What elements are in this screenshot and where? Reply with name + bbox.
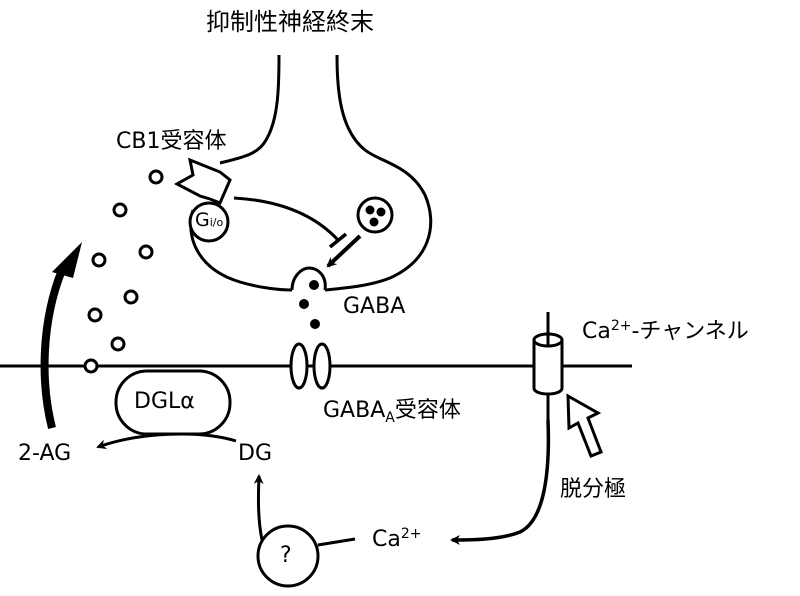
retrograde-arrowhead: [52, 242, 82, 278]
gabaa-receptor-label: GABAA受容体: [323, 398, 461, 426]
retrograde-arrow: [40, 268, 66, 429]
ca-channel-label: Ca2+-チャンネル: [582, 319, 749, 343]
two-ag-molecule: [112, 202, 128, 218]
gabaa-sub: A: [385, 410, 395, 426]
unknown-label: ?: [280, 543, 292, 568]
presynaptic-terminal: [219, 54, 281, 165]
presynaptic-terminal-right: [324, 54, 433, 292]
depolarization-arrow: [566, 393, 603, 458]
release-arrow: [326, 234, 362, 268]
gabaa-suffix: 受容体: [394, 398, 461, 423]
two-ag-label: 2-AG: [18, 441, 72, 466]
gaba-label: GABA: [343, 294, 406, 319]
two-ag-molecule: [83, 358, 99, 374]
two-ag-molecule: [138, 244, 154, 260]
ca-channel-sup: 2+: [610, 318, 632, 334]
dgl-alpha-label: DGLα: [134, 389, 195, 414]
gabaa-receptor-right: [312, 342, 332, 390]
g-protein: [188, 201, 230, 243]
depolarization-label: 脱分極: [560, 477, 627, 502]
vesicle-gaba: [376, 207, 386, 217]
two-ag-molecule: [87, 307, 103, 323]
inhibition-bar: [328, 232, 348, 249]
ca-channel: [532, 340, 564, 396]
two-ag-molecule: [123, 289, 139, 305]
gabaa-receptor-left: [289, 342, 309, 390]
gabaa-prefix: GABA: [323, 398, 386, 423]
two-ag-molecule: [148, 169, 164, 185]
dg-to-2ag-arrow: [96, 432, 237, 450]
inhibition-path: [233, 196, 340, 242]
ca-ion-sup: 2+: [400, 526, 422, 542]
unknown-to-dg-arrow: [253, 474, 264, 541]
two-ag-molecule: [91, 252, 107, 268]
ca-to-unknown-line: [317, 537, 356, 547]
ca-influx-path: [450, 419, 551, 545]
gaba-dot: [299, 299, 309, 309]
diagram-title: 抑制性神経終末: [206, 8, 374, 36]
g-protein-sub: i/o: [209, 216, 224, 229]
ca-channel-prefix: Ca: [582, 319, 611, 344]
two-ag-molecule: [110, 336, 126, 352]
presynaptic-terminal-bottom: [189, 209, 293, 292]
gaba-dot: [309, 280, 319, 290]
fusing-vesicle: [290, 266, 327, 291]
synaptic-vesicle: [356, 196, 394, 234]
gaba-dot: [310, 319, 320, 329]
vesicle-gaba: [365, 205, 375, 215]
ca-channel-suffix: -チャンネル: [631, 319, 749, 344]
vesicle-gaba: [369, 217, 379, 227]
unknown-mediator: [256, 524, 320, 588]
g-protein-label: Gi/o: [195, 211, 223, 230]
ca-ion-label: Ca2+: [372, 527, 421, 551]
two-ag-molecules: [83, 169, 164, 374]
g-protein-main: G: [195, 209, 210, 231]
ca-ion-prefix: Ca: [372, 527, 401, 552]
dg-label: DG: [238, 441, 272, 466]
cb1-receptor-label: CB1受容体: [116, 129, 227, 154]
cb1-receptor-shape: [173, 157, 232, 205]
